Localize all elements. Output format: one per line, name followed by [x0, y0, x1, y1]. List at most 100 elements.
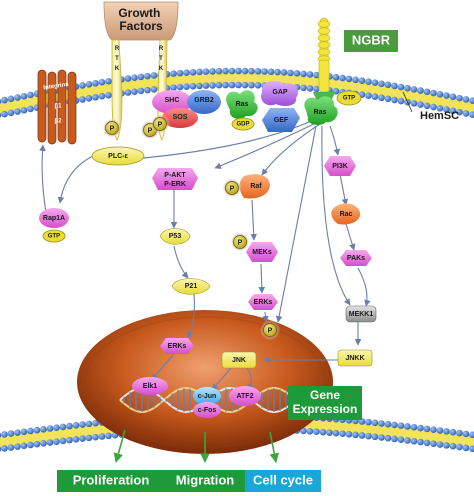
c-jun: c-Jun [193, 387, 221, 405]
lipid-head [352, 431, 359, 439]
integrins: Integrins β1 β2 [37, 69, 77, 145]
erks-nucleus: ERKs [160, 338, 194, 354]
jnk-label: JNK [232, 357, 246, 364]
lipid-head [443, 428, 450, 435]
lipid-head [436, 104, 444, 112]
lipid-head [443, 442, 450, 449]
lipid-head [124, 75, 132, 82]
lipid-head [183, 69, 190, 76]
lipid-head [85, 95, 93, 102]
elk1-label: Elk1 [143, 383, 158, 390]
lipid-head [313, 71, 320, 79]
integrin-bar [57, 69, 67, 143]
plc-epsilon: PLC-ε [91, 146, 145, 166]
lipid-head [144, 72, 151, 80]
lipid-head [352, 76, 359, 84]
lipid-head [144, 86, 151, 94]
plc-label: PLC-ε [108, 153, 128, 160]
raf: Raf [239, 174, 270, 199]
lipid-head [300, 84, 307, 92]
rac: Rac [331, 203, 361, 225]
lipid-head [456, 108, 463, 116]
lipid-head [436, 441, 444, 448]
lipid-head [274, 68, 281, 76]
lipid-head [423, 425, 431, 433]
lipid-head [378, 420, 385, 427]
proliferation-box: Proliferation [57, 470, 165, 492]
lipid-head [391, 96, 398, 104]
integrin-bar [67, 71, 77, 145]
growth-factors: Growth Factors [103, 1, 179, 41]
lipid-head [404, 437, 411, 444]
lipid-head [365, 92, 372, 99]
lipid-head [306, 427, 314, 435]
lipid-head [300, 427, 307, 435]
lipid-head [20, 442, 28, 450]
lipid-head [410, 437, 418, 445]
lipid-head [443, 92, 450, 99]
cfos-label: c-Fos [198, 407, 217, 414]
lipid-head [469, 431, 474, 439]
gef-protein: GEF [262, 108, 300, 132]
rac-label: Rac [340, 211, 353, 218]
lipid-head [423, 439, 431, 447]
ngbr-label-box: NGBR [344, 30, 398, 52]
lipid-head [196, 82, 203, 90]
lipid-head [261, 68, 268, 75]
p53-label: P53 [169, 233, 182, 240]
pathway-arrows [39, 117, 371, 463]
lipid-head [241, 81, 249, 89]
shc-label: SHC [165, 97, 180, 104]
elk1: Elk1 [132, 377, 168, 395]
lipid-head [293, 70, 301, 77]
lipid-head [176, 83, 184, 91]
lipid-head [92, 419, 99, 427]
lipid-head [397, 83, 405, 91]
ngbr-bead [317, 27, 331, 35]
lipid-head [384, 81, 392, 89]
phosphate-label: P [268, 327, 273, 334]
jnk: JNK [221, 351, 257, 369]
lipid-head [7, 95, 15, 103]
mekk1: MEKK1 [345, 305, 377, 323]
lipid-head [248, 67, 255, 75]
lipid-head [456, 94, 463, 102]
lipid-head [7, 109, 15, 117]
lipid-head [92, 93, 99, 101]
lipid-head [105, 77, 112, 85]
lipid-head [449, 428, 457, 436]
lipid-head [397, 436, 405, 443]
lipid-head [27, 91, 34, 99]
lipid-head [410, 86, 418, 93]
lipid-head [462, 430, 470, 438]
lipid-head [189, 68, 197, 76]
lipid-head [371, 79, 379, 86]
lipid-head [98, 92, 106, 100]
migration-label: Migration [176, 472, 235, 487]
sos-label: SOS [173, 114, 188, 121]
meks: MEKs [246, 242, 278, 262]
ngbr-bead [317, 41, 331, 49]
lipid-head [150, 72, 158, 79]
lipid-head [371, 93, 379, 100]
lipid-head [209, 82, 216, 89]
gef-label: GEF [274, 117, 289, 124]
lipid-head [0, 98, 2, 105]
lipid-head [365, 78, 372, 85]
raf-label: Raf [250, 183, 262, 190]
lipid-head [248, 81, 255, 89]
lipid-head [436, 427, 444, 434]
lipid-head [196, 68, 203, 76]
lipid-head [85, 434, 93, 442]
lipid-head [300, 70, 307, 78]
lipid-head [345, 430, 353, 438]
gap-label: GAP [272, 89, 288, 96]
lipid-head [287, 69, 294, 77]
lipid-head [92, 79, 99, 87]
p53: P53 [159, 228, 191, 245]
phosphate-label: P [158, 121, 163, 128]
lipid-head [1, 110, 8, 118]
lipid-head [137, 73, 145, 81]
lipid-head [397, 97, 405, 105]
